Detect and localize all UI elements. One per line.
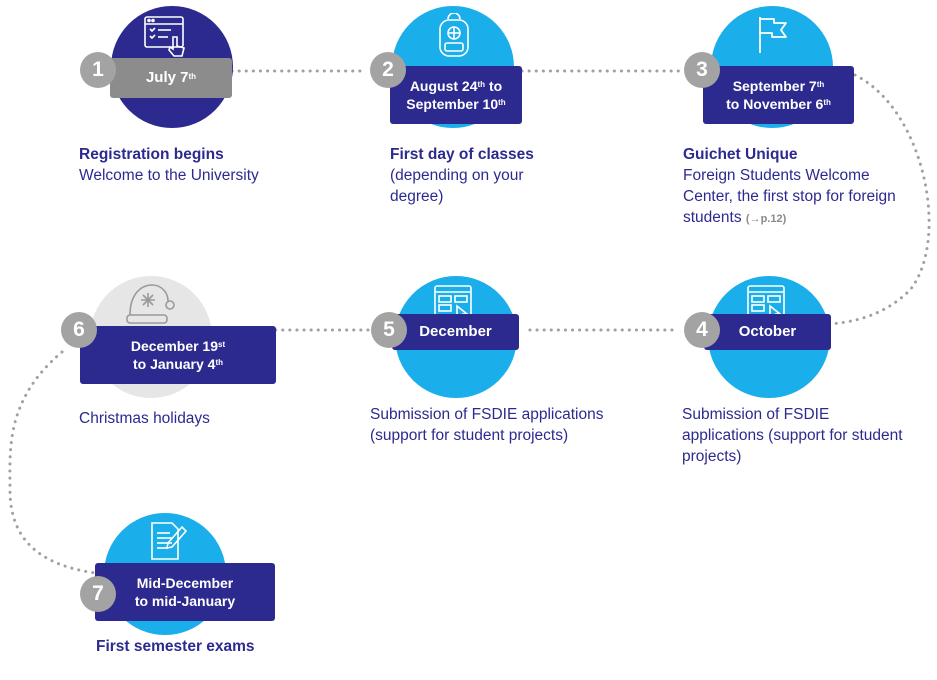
form-click-icon: [747, 285, 785, 321]
step-2-description: First day of classes (depending on your …: [390, 144, 580, 207]
step-6-date: December 19st to January 4th: [80, 326, 276, 384]
step-3-title: Guichet Unique: [683, 146, 798, 163]
step-5-text: Submission of FSDIE applications (suppor…: [370, 406, 604, 444]
step-6-description: Christmas holidays: [79, 408, 279, 429]
step-4-number: 4: [684, 312, 720, 348]
step-6-text: Christmas holidays: [79, 410, 210, 427]
step-3-number: 3: [684, 52, 720, 88]
checklist-icon: [144, 16, 185, 57]
step-4-date: October: [704, 314, 831, 350]
step-1-date: July 7th: [110, 58, 232, 98]
step-1-text: Welcome to the University: [79, 167, 259, 184]
exam-paper-icon: [151, 522, 188, 560]
step-7-description: First semester exams: [96, 636, 316, 657]
step-2-number: 2: [370, 52, 406, 88]
flag-icon: [759, 17, 787, 53]
step-1-number: 1: [80, 52, 116, 88]
step-5-date: December: [392, 314, 519, 350]
step-4-description: Submission of FSDIE applications (suppor…: [682, 404, 907, 467]
step-1-description: Registration begins Welcome to the Unive…: [79, 144, 279, 186]
step-4-text: Submission of FSDIE applications (suppor…: [682, 406, 903, 465]
step-3-text: Foreign Students Welcome Center, the fir…: [683, 167, 896, 226]
backpack-icon: [439, 13, 469, 57]
step-6-number: 6: [61, 312, 97, 348]
step-2-date: August 24th to September 10th: [390, 66, 522, 124]
step-5-description: Submission of FSDIE applications (suppor…: [370, 404, 605, 446]
step-7-number: 7: [80, 576, 116, 612]
step-2-text: (depending on your degree): [390, 167, 524, 205]
step-5-number: 5: [371, 312, 407, 348]
step-3-date: September 7th to November 6th: [703, 66, 854, 124]
step-7-title: First semester exams: [96, 638, 255, 655]
step-1-title: Registration begins: [79, 146, 224, 163]
page-reference: (→p.12): [745, 213, 787, 225]
santa-hat-icon: [126, 284, 175, 324]
step-2-title: First day of classes: [390, 146, 534, 163]
step-3-description: Guichet Unique Foreign Students Welcome …: [683, 144, 913, 230]
step-7-date: Mid-December to mid-January: [95, 563, 275, 621]
